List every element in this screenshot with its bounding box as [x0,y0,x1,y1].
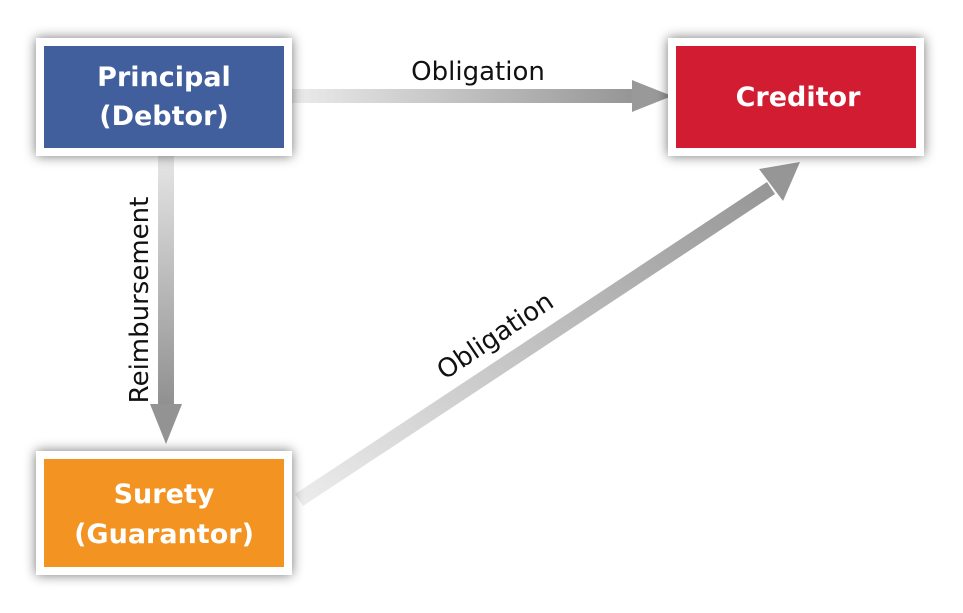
creditor-fill [676,46,916,148]
surety-fill [44,459,284,567]
creditor-label: Creditor [736,82,861,113]
surety-label-line1: Surety [114,479,215,510]
surety-guarantor-box [36,451,292,575]
principal-to-surety-label: Reimbursement [125,197,155,404]
principal-debtor-box [36,38,292,156]
principal-to-creditor-arrow [290,80,672,112]
principal-label-line1: Principal [97,62,231,93]
principal-label-line2: (Debtor) [99,101,229,132]
surety-label-line2: (Guarantor) [74,519,254,550]
principal-to-creditor-label: Obligation [411,57,545,87]
principal-fill [44,46,284,148]
creditor-box [668,38,924,156]
principal-to-surety-arrow [150,150,182,444]
surety-to-creditor-arrow [295,162,800,506]
